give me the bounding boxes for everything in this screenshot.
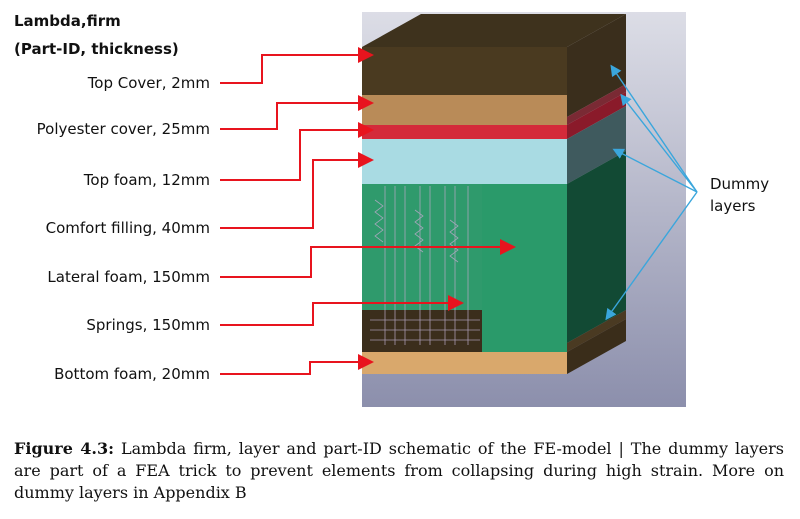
caption-text: Lambda firm, layer and part-ID schematic… [14,439,784,502]
arrow-comfort-filling [220,152,374,229]
side-face [567,14,626,374]
label-arrows [220,47,516,375]
layer-top-foam-front [362,139,567,184]
caption-figure-label: Figure 4.3: [14,439,115,458]
arrow-top-foam [220,122,374,181]
dummy-layers-label: Dummy layers [710,173,769,217]
label-lateral-foam: Lateral foam, 150mm [47,268,210,286]
arrow-lateral-foam [220,239,516,278]
arrow-polyester-cover [220,95,374,130]
label-springs: Springs, 150mm [86,316,210,334]
label-top-foam: Top foam, 12mm [83,171,210,189]
layer-red-front [362,125,567,139]
figure-caption: Figure 4.3: Lambda firm, layer and part-… [14,438,784,504]
diagram-header-title: Lambda,firm [14,12,121,30]
label-top-cover: Top Cover, 2mm [87,74,210,92]
layer-lateral-lower-front [482,310,567,352]
label-bottom-foam: Bottom foam, 20mm [54,365,210,383]
springs-pattern [370,186,480,345]
layer-springs-front [362,310,482,352]
dummy-label-line1: Dummy [710,175,770,193]
dummy-arrows [605,64,698,321]
front-face [362,47,567,374]
arrow-bottom-foam [220,354,374,375]
mattress-top-face [362,14,626,47]
label-comfort-filling: Comfort filling, 40mm [45,219,210,237]
layer-bottom-foam-front [362,352,567,374]
label-polyester-cover: Polyester cover, 25mm [36,120,210,138]
layer-top-cover-front [362,47,567,95]
arrow-top-cover [220,47,374,84]
mattress-diagram [220,12,698,407]
dummy-label-line2: layers [710,197,756,215]
layer-polyester-front [362,95,567,125]
diagram-header-subtitle: (Part-ID, thickness) [14,40,179,58]
arrow-springs [220,295,464,326]
